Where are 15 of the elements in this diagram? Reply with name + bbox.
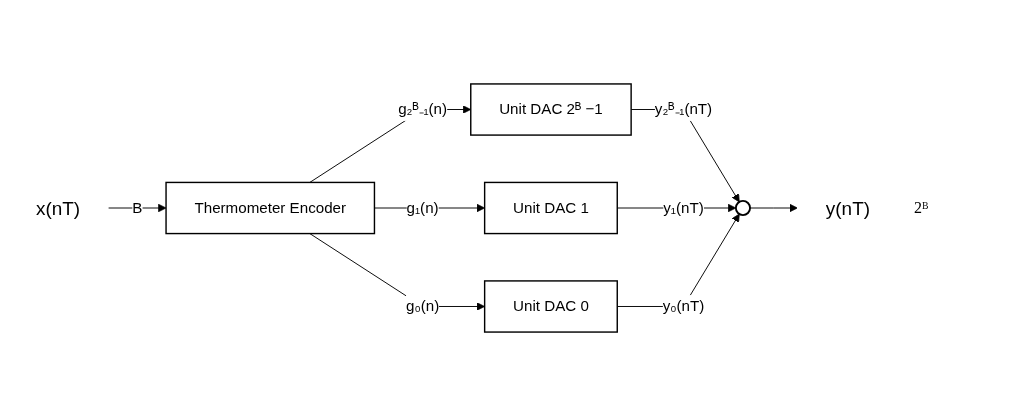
- node-box: Unit DAC 1: [483, 181, 618, 235]
- bus-width-label: 2ᴮ: [914, 199, 930, 217]
- edge-label: y₀(nT): [662, 297, 705, 315]
- edge-label: g₂ᴮ₋₁(n): [398, 100, 448, 118]
- edge-label: g₀(n): [405, 297, 440, 315]
- edge-label: B: [132, 199, 143, 216]
- edge-label: y₂ᴮ₋₁(nT): [654, 100, 713, 118]
- node-text: y(nT): [825, 197, 871, 219]
- node-box: Unit DAC 2ᴮ −1: [470, 83, 632, 136]
- node-box: Unit DAC 0: [483, 280, 618, 333]
- node-text: x(nT): [35, 197, 81, 219]
- edge-label: g₁(n): [406, 199, 439, 216]
- node-circle: [734, 199, 751, 217]
- node-box: Thermometer Encoder: [165, 181, 376, 235]
- edge-label: y₁(nT): [663, 199, 704, 216]
